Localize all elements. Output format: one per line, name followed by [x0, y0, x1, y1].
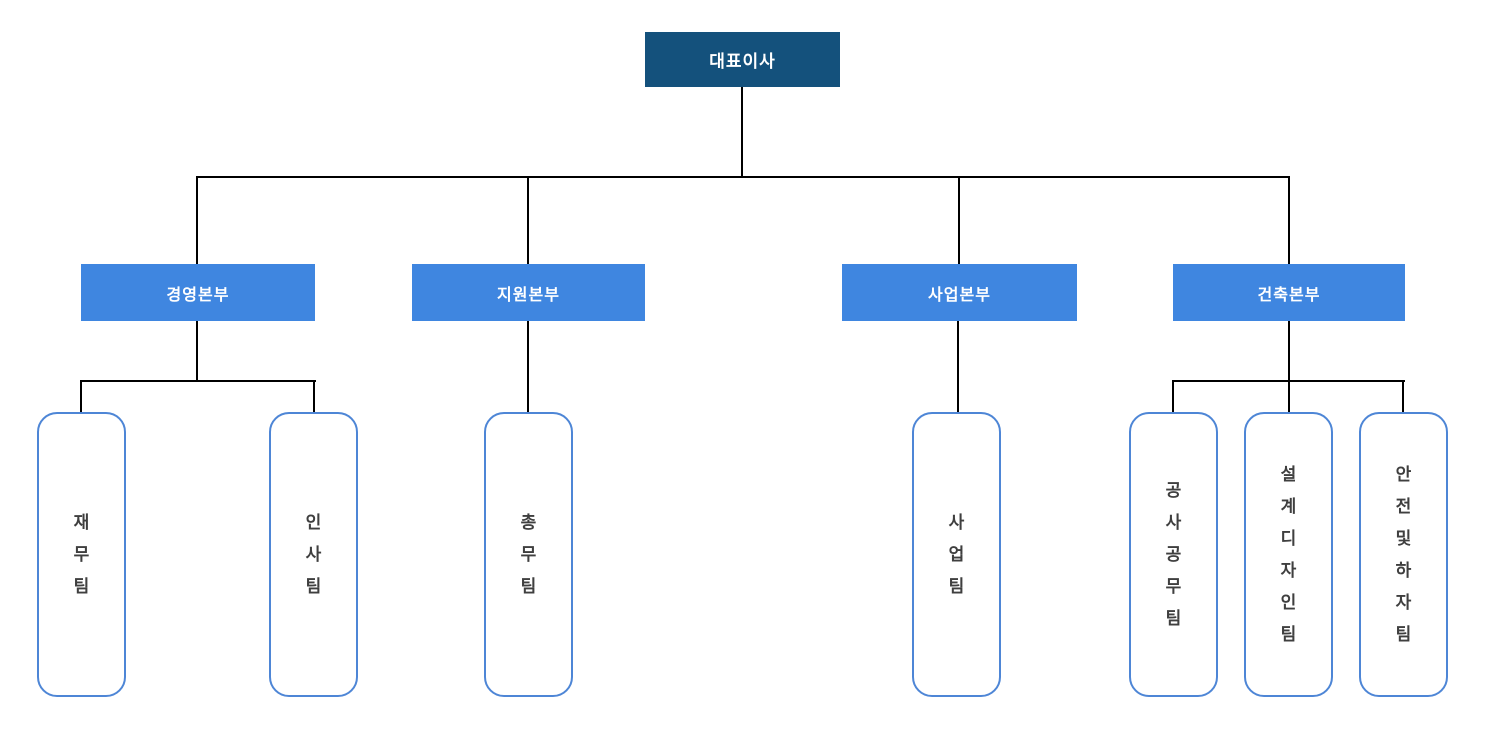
connector-team-drop-business-team [957, 321, 959, 414]
org-node-division-support: 지원본부 [412, 264, 645, 321]
org-node-team-hr-label: 인 사 팀 [305, 512, 322, 596]
connector-team-drop-safety [1402, 380, 1404, 415]
org-node-team-design: 설 계 디 자 인 팀 [1244, 412, 1333, 697]
connector-team-drop-hr [313, 380, 315, 415]
org-node-team-safety: 안 전 및 하 자 팀 [1359, 412, 1448, 697]
org-node-division-construction-label: 건축본부 [1257, 286, 1321, 304]
org-node-team-general-affairs-label: 총 무 팀 [520, 512, 537, 596]
org-node-division-management: 경영본부 [81, 264, 315, 321]
org-node-division-management-label: 경영본부 [166, 286, 230, 304]
connector-management-rail [80, 380, 316, 382]
org-node-team-business: 사 업 팀 [912, 412, 1001, 697]
connector-management-down [196, 321, 198, 381]
connector-division-drop-business [958, 176, 960, 265]
org-node-division-business: 사업본부 [842, 264, 1077, 321]
connector-team-drop-general-affairs [527, 321, 529, 414]
org-node-team-construction-affairs: 공 사 공 무 팀 [1129, 412, 1218, 697]
connector-team-drop-finance [80, 380, 82, 415]
org-node-ceo-label: 대표이사 [709, 52, 776, 71]
org-node-team-hr: 인 사 팀 [269, 412, 358, 697]
org-node-team-business-label: 사 업 팀 [948, 512, 965, 596]
connector-team-drop-construction-affairs [1172, 380, 1174, 415]
org-node-team-design-label: 설 계 디 자 인 팀 [1280, 464, 1297, 644]
connector-construction-down [1288, 321, 1290, 381]
org-node-team-finance-label: 재 무 팀 [73, 512, 90, 596]
org-node-ceo: 대표이사 [645, 32, 840, 87]
org-node-team-finance: 재 무 팀 [37, 412, 126, 697]
org-node-team-construction-affairs-label: 공 사 공 무 팀 [1165, 480, 1182, 628]
connector-division-drop-support [527, 176, 529, 265]
connector-division-drop-management [196, 176, 198, 265]
connector-main-rail [196, 176, 1290, 178]
org-node-division-support-label: 지원본부 [497, 286, 560, 304]
connector-root-drop [741, 87, 743, 176]
connector-team-drop-design [1288, 380, 1290, 415]
org-node-team-safety-label: 안 전 및 하 자 팀 [1395, 464, 1412, 644]
connector-division-drop-construction [1288, 176, 1290, 265]
org-node-team-general-affairs: 총 무 팀 [484, 412, 573, 697]
org-node-division-business-label: 사업본부 [928, 286, 991, 304]
org-node-division-construction: 건축본부 [1173, 264, 1405, 321]
